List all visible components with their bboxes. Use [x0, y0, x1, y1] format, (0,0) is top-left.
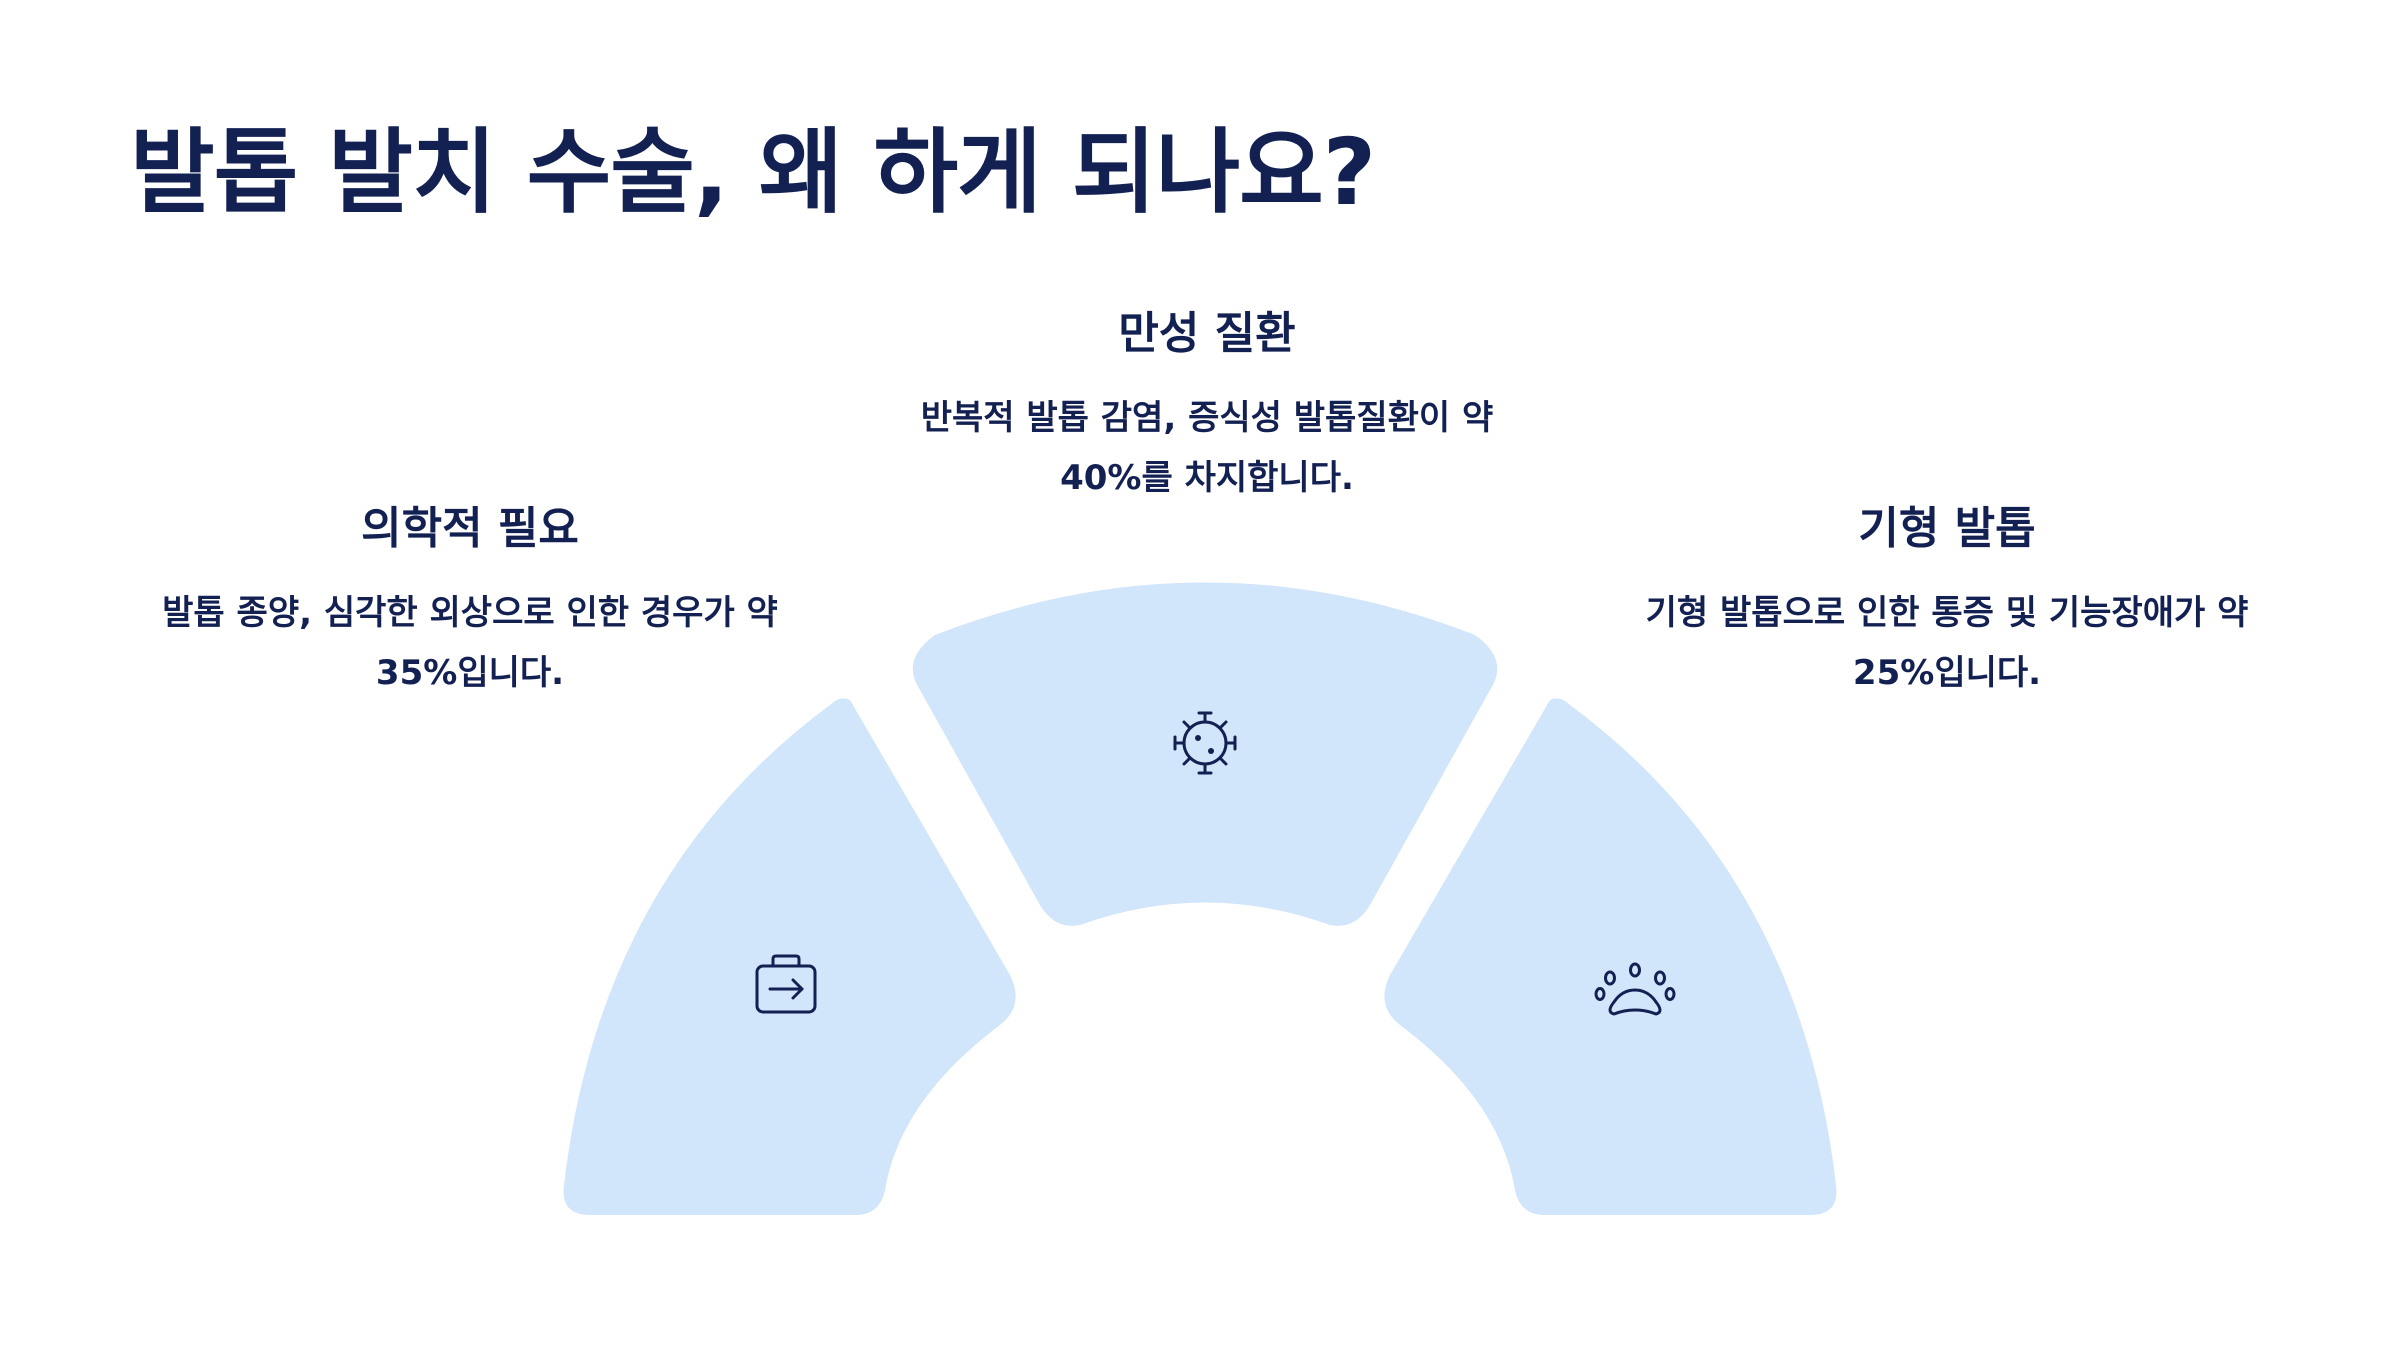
- segment-description: 반복적 발톱 감염, 증식성 발톱질환이 약 40%를 차지합니다.: [857, 388, 1557, 508]
- segment-info-deformity: 기형 발톱 기형 발톱으로 인한 통증 및 기능장애가 약 25%입니다.: [1597, 500, 2297, 703]
- segment-suffix: 입니다.: [457, 653, 565, 694]
- segment-heading: 의학적 필요: [361, 503, 579, 554]
- segment-heading: 기형 발톱: [1858, 503, 2036, 554]
- arc-segment-chronic: [912, 582, 1498, 926]
- segment-info-chronic: 만성 질환 반복적 발톱 감염, 증식성 발톱질환이 약 40%를 차지합니다.: [857, 305, 1557, 508]
- briefcase-arrow-icon: [755, 954, 817, 1014]
- page-title: 발톱 발치 수술, 왜 하게 되나요?: [130, 119, 1376, 226]
- segment-suffix: 를 차지합니다.: [1141, 458, 1354, 499]
- segment-description: 기형 발톱으로 인한 통증 및 기능장애가 약 25%입니다.: [1597, 583, 2297, 703]
- segment-percent: 35%: [375, 653, 458, 694]
- segment-description-text: 기형 발톱으로 인한 통증 및 기능장애가 약: [1645, 593, 2249, 634]
- segment-description-text: 반복적 발톱 감염, 증식성 발톱질환이 약: [920, 398, 1494, 439]
- segment-percent: 40%: [1060, 458, 1142, 499]
- segment-description-text: 발톱 종양, 심각한 외상으로 인한 경우가 약: [162, 593, 778, 634]
- segment-suffix: 입니다.: [1934, 653, 2042, 694]
- virus-icon: [1173, 711, 1237, 775]
- segment-heading: 만성 질환: [1118, 308, 1296, 359]
- paw-icon: [1594, 962, 1676, 1016]
- segment-percent: 25%: [1852, 653, 1935, 694]
- segment-description: 발톱 종양, 심각한 외상으로 인한 경우가 약 35%입니다.: [120, 583, 820, 703]
- segment-info-medical: 의학적 필요 발톱 종양, 심각한 외상으로 인한 경우가 약 35%입니다.: [120, 500, 820, 703]
- arc-segment-deformity: [1384, 698, 1837, 1215]
